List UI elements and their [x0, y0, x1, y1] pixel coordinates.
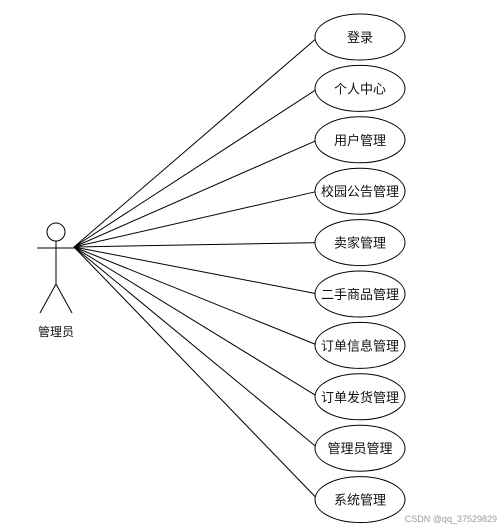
actor-right-leg [55, 283, 73, 314]
use-case-ellipse [314, 476, 406, 524]
association-line [73, 246, 319, 295]
actor-label: 管理员 [38, 324, 74, 339]
use-case: 登录 [314, 13, 406, 61]
association-line [73, 246, 319, 500]
association-line [73, 246, 319, 398]
use-case: 卖家管理 [314, 219, 406, 267]
use-case: 二手商品管理 [314, 270, 406, 318]
use-case-ellipse [314, 219, 406, 267]
association-line [73, 246, 319, 346]
use-case-ellipse [314, 167, 406, 215]
association-lines [73, 36, 319, 500]
use-case-label: 订单发货管理 [321, 390, 399, 406]
association-line [73, 87, 319, 248]
use-case-ellipse [314, 270, 406, 318]
use-case-label: 用户管理 [334, 133, 386, 149]
use-case-label: 订单信息管理 [321, 338, 399, 354]
actor: 管理员 [37, 222, 75, 339]
association-line [73, 190, 319, 248]
actor-left-leg [39, 283, 57, 314]
watermark: CSDN @qq_37529829 [405, 514, 497, 524]
use-case-ellipse [314, 373, 406, 421]
use-case: 系统管理 [314, 476, 406, 524]
use-case-ellipse [314, 64, 406, 112]
use-case-ellipse [314, 424, 406, 472]
association-line [73, 36, 319, 248]
use-case: 订单发货管理 [314, 373, 406, 421]
use-case-label: 管理员管理 [327, 442, 392, 457]
use-case-label: 系统管理 [334, 494, 386, 509]
use-case-label: 二手商品管理 [321, 288, 399, 303]
use-case: 校园公告管理 [314, 167, 406, 215]
use-case-label: 登录 [347, 31, 373, 46]
use-case-label: 个人中心 [334, 82, 386, 97]
use-case-label: 卖家管理 [334, 236, 386, 252]
association-line [73, 242, 319, 248]
actor-head [46, 222, 66, 242]
use-case: 个人中心 [314, 64, 406, 112]
use-cases: 登录个人中心用户管理校园公告管理卖家管理二手商品管理订单信息管理订单发货管理管理… [314, 13, 406, 524]
use-case-ellipse [314, 116, 406, 164]
association-line [73, 246, 319, 449]
use-case-label: 校园公告管理 [321, 184, 399, 200]
use-case: 管理员管理 [314, 424, 406, 472]
association-line [73, 139, 319, 248]
use-case: 订单信息管理 [314, 321, 406, 369]
use-case: 用户管理 [314, 116, 406, 164]
use-case-ellipse [314, 321, 406, 369]
use-case-ellipse [314, 13, 406, 61]
